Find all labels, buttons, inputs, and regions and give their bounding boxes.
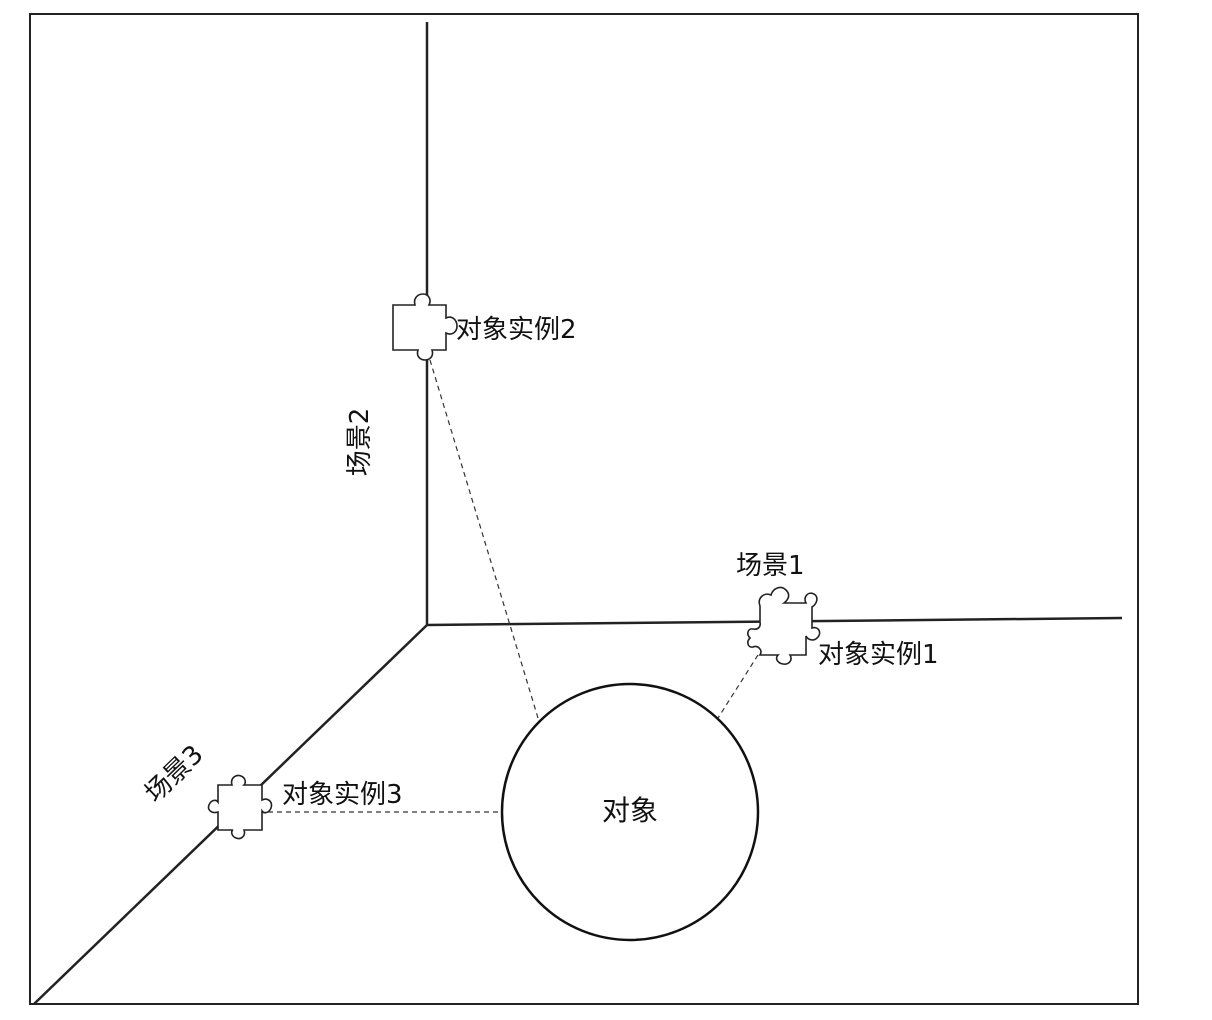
- instance2-label: 对象实例2: [456, 315, 577, 345]
- scene3-label: 场景3: [139, 740, 209, 809]
- instance2-puzzle-icon: [392, 293, 458, 361]
- object-label: 对象: [602, 794, 658, 827]
- connector-instance1: [717, 654, 759, 719]
- connector-instance2: [429, 359, 539, 719]
- outer-frame: [29, 13, 1139, 1005]
- instance1-puzzle-icon: [747, 586, 821, 665]
- object-circle: [500, 682, 760, 942]
- instance3-label: 对象实例3: [282, 780, 403, 810]
- scene1-label: 场景1: [736, 551, 805, 581]
- instance1-label: 对象实例1: [818, 640, 939, 670]
- instance3-puzzle-icon: [207, 774, 273, 840]
- scene2-label: 场景2: [345, 408, 375, 477]
